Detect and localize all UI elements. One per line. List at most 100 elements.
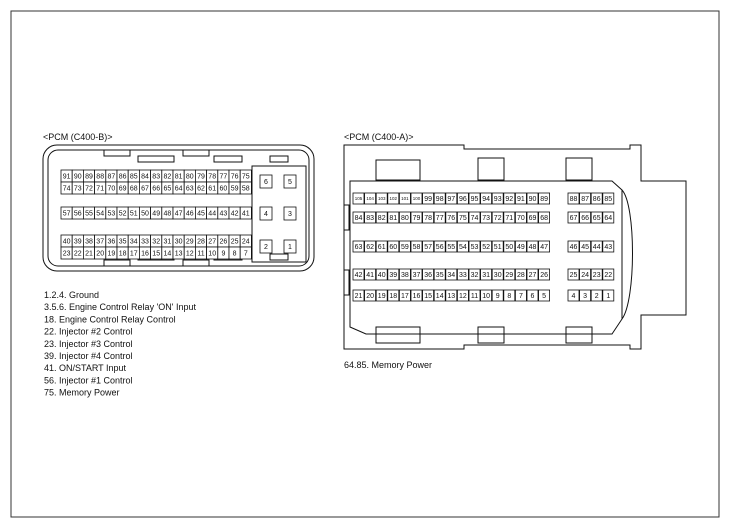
pin-cell [445,289,458,302]
pin-label: 46 [570,244,578,251]
pin-cell [433,211,446,224]
pin: 92 [503,192,516,205]
pin-label: 96 [459,196,467,203]
pin-label: 12 [459,293,467,300]
pin-cell [239,206,252,220]
pin: 42 [228,206,241,220]
pin-cell [567,240,580,253]
pin: 19 [375,289,388,302]
legend-item: 23. Injector #3 Control [44,339,133,349]
pin: 51 [491,240,504,253]
pin: 7 [515,289,527,302]
pin: 16 [410,289,423,302]
pin-label: 25 [231,239,239,246]
pin: 35 [433,268,446,281]
pin-label: 65 [593,215,601,222]
pin: 67 [138,181,151,195]
pin-cell [491,240,504,253]
pin: 76 [445,211,458,224]
pin: 18 [116,246,129,260]
pin-cell [456,211,469,224]
pin-label: 30 [494,272,502,279]
pin: 55 [83,206,96,220]
pin: 5 [538,289,550,302]
pin-label: 71 [505,215,513,222]
pin: 60 [387,240,400,253]
pin: 34 [127,234,140,248]
pin: 43 [217,206,230,220]
pin-cell [445,268,458,281]
pin: 91 [60,169,73,183]
pin-label: 55 [447,244,455,251]
pin: 74 [468,211,481,224]
pin-cell [456,240,469,253]
pin-cell [480,211,493,224]
pin-cell [433,268,446,281]
pin-cell [468,289,481,302]
pin: 33 [138,234,151,248]
pin-cell [579,240,591,253]
pin-cell [602,289,615,302]
pin: 80 [398,211,411,224]
pin-label: 35 [119,239,127,246]
pin-cell [526,268,539,281]
pin: 8 [503,289,516,302]
pin-label: 73 [74,186,82,193]
pin-cell [491,211,504,224]
pin-label: 24 [581,272,589,279]
pin-label: 93 [494,196,502,203]
pin: 33 [456,268,469,281]
pin-label: 9 [221,251,225,258]
pin: 58 [239,181,252,195]
pin-cell [567,211,580,224]
pin: 52 [116,206,129,220]
pin-cell [375,211,388,224]
pin-label: 82 [164,174,172,181]
pin: 52 [480,240,493,253]
pin-label: 35 [436,272,444,279]
pin-label: 87 [108,174,116,181]
pin: 41 [239,206,252,220]
pin-label: 90 [74,174,82,181]
legend-item: 64.85. Memory Power [344,360,432,370]
pin-label: 85 [604,196,612,203]
pin: 88 [567,192,580,205]
pin-cell [364,240,377,253]
pin-label: 61 [208,186,216,193]
pin-cell [352,268,365,281]
pin-label: 28 [517,272,525,279]
legend-item: 56. Injector #1 Control [44,375,133,385]
pin-label: 90 [529,196,537,203]
pin-label: 86 [593,196,601,203]
pin-label: 68 [130,186,138,193]
pin-cell [456,268,469,281]
pin-cell [422,240,435,253]
pin: 73 [480,211,493,224]
pin-cell [567,289,580,302]
pin: 83 [364,211,377,224]
connector-a-legend: 64.85. Memory Power [344,360,432,370]
pin: 95 [468,192,481,205]
pin: 66 [150,181,163,195]
pin-label: 58 [413,244,421,251]
pin-label: 86 [119,174,127,181]
pin-label: 60 [389,244,397,251]
connector-b-title: <PCM (C400-B)> [43,132,113,142]
pin: 24 [579,268,591,281]
pin: 71 [503,211,516,224]
pin-cell [503,268,516,281]
pin-label: 75 [242,174,250,181]
pin-label: 88 [96,174,104,181]
pin: 77 [217,169,230,183]
pin-label: 53 [108,211,116,218]
pin: 4 [567,289,580,302]
pin-cell [445,240,458,253]
pin: 83 [150,169,163,183]
pin-label: 52 [482,244,490,251]
pin-cell [503,240,516,253]
pin-cell [364,192,377,205]
pin-label: 104 [366,196,374,201]
pin-label: 97 [447,196,455,203]
